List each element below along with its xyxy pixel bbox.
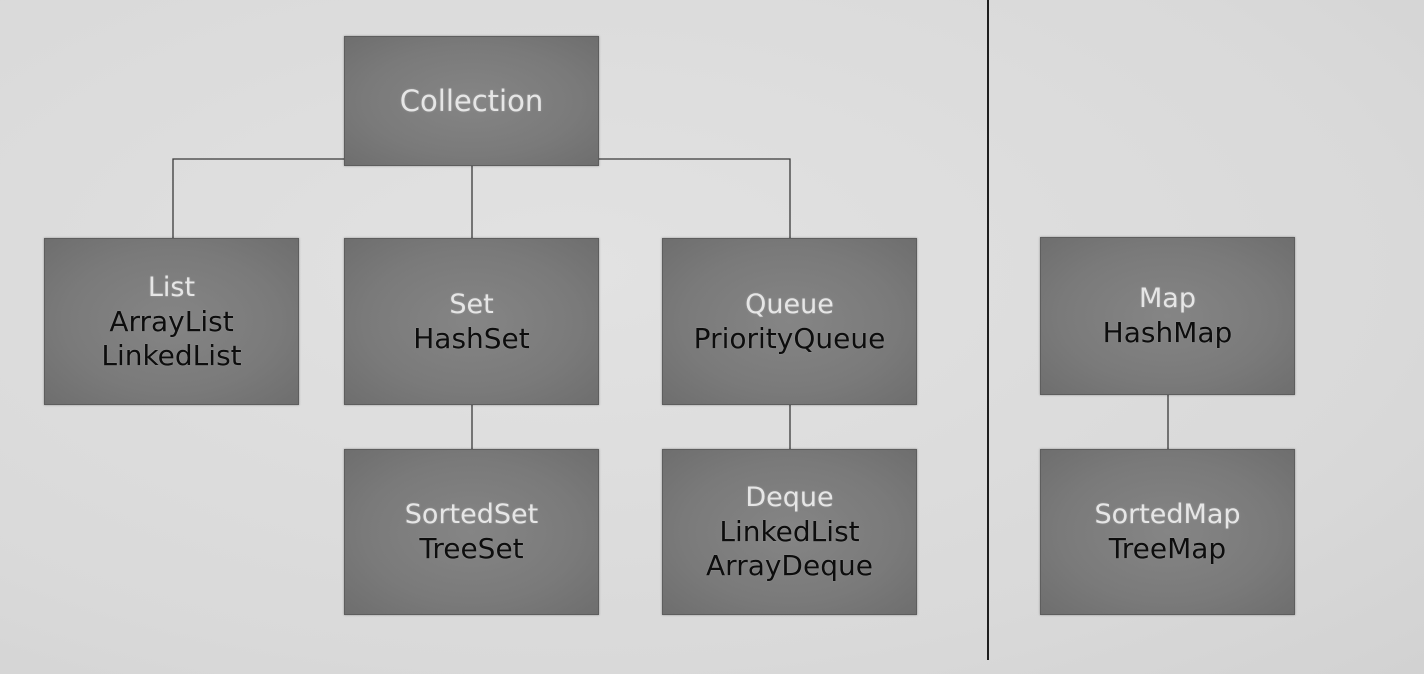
node-list-name: List — [147, 271, 196, 303]
node-map-impl-hashmap: HashMap — [1102, 316, 1233, 349]
node-sortedset-impl-treeset: TreeSet — [419, 532, 524, 565]
node-list: List ArrayList LinkedList — [44, 238, 299, 405]
edge-collection-queue — [599, 158, 791, 238]
node-collection: Collection — [344, 36, 599, 166]
node-set-name: Set — [449, 288, 494, 320]
node-list-impl-arraylist: ArrayList — [109, 304, 234, 338]
node-set-impl-hashset: HashSet — [413, 321, 530, 355]
node-map: Map HashMap — [1040, 237, 1295, 395]
node-sortedmap-impl-treemap: TreeMap — [1108, 532, 1227, 565]
node-deque-impl-arraydeque: ArrayDeque — [706, 549, 873, 582]
node-collection-name: Collection — [399, 84, 544, 118]
node-queue-impl-priorityqueue: PriorityQueue — [693, 321, 886, 355]
node-sortedset-name: SortedSet — [404, 499, 539, 530]
node-deque-impl-linkedlist: LinkedList — [719, 515, 860, 548]
node-map-name: Map — [1139, 283, 1196, 314]
node-set: Set HashSet — [344, 238, 599, 405]
node-sortedmap-name: SortedMap — [1094, 499, 1241, 530]
node-queue-name: Queue — [745, 288, 834, 320]
node-deque: Deque LinkedList ArrayDeque — [662, 449, 917, 615]
node-deque-name: Deque — [745, 482, 834, 513]
edge-collection-list — [172, 158, 344, 238]
node-sortedset: SortedSet TreeSet — [344, 449, 599, 615]
node-list-impl-linkedlist: LinkedList — [101, 338, 242, 372]
node-queue: Queue PriorityQueue — [662, 238, 917, 405]
node-sortedmap: SortedMap TreeMap — [1040, 449, 1295, 615]
